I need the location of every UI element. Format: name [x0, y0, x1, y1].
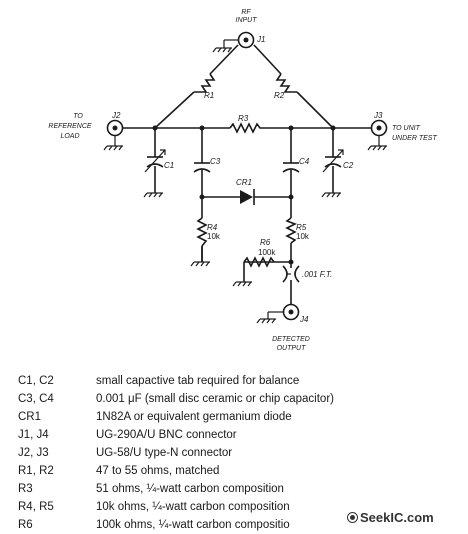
- part-ref: R1, R2: [18, 465, 54, 477]
- part-desc: 0.001 μF (small disc ceramic or chip cap…: [96, 393, 334, 405]
- c4-label: C4: [299, 157, 310, 166]
- output-label: OUTPUT: [277, 345, 307, 352]
- diode-cr1: [240, 189, 255, 205]
- input-label: INPUT: [236, 17, 258, 24]
- part-ref: R4, R5: [18, 501, 54, 513]
- part-ref: J1, J4: [18, 429, 49, 441]
- c2-label: C2: [343, 161, 354, 170]
- j1-label: J1: [256, 35, 265, 44]
- load-label: LOAD: [60, 133, 79, 140]
- connector-j4: [256, 303, 300, 324]
- resistor-r5: [285, 217, 297, 244]
- c1-label: C1: [164, 161, 174, 170]
- feedthrough-capacitor: [282, 264, 300, 284]
- part-ref: R6: [18, 519, 33, 531]
- j4-label: J4: [299, 315, 309, 324]
- parts-row: C3, C4 0.001 μF (small disc ceramic or c…: [18, 390, 458, 408]
- resistor-r6: [243, 256, 275, 268]
- part-desc: 1N82A or equivalent germanium diode: [96, 411, 292, 423]
- wires: [122, 44, 372, 305]
- part-desc: UG-290A/U BNC connector: [96, 429, 237, 441]
- parts-row: R3 51 ohms, ¼-watt carbon composition: [18, 480, 458, 498]
- part-desc: 51 ohms, ¼-watt carbon composition: [96, 483, 284, 495]
- part-ref: J2, J3: [18, 447, 49, 459]
- capacitor-c3: [193, 162, 211, 173]
- part-ref: C3, C4: [18, 393, 54, 405]
- parts-row: J2, J3 UG-58/U type-N connector: [18, 444, 458, 462]
- parts-row: R6 100k ohms, ¼-watt carbon compositio: [18, 516, 458, 534]
- r4-value: 10k: [207, 232, 221, 241]
- resistor-r3: [229, 122, 262, 134]
- ground-r4: [190, 261, 210, 267]
- r5-label: R5: [296, 223, 307, 232]
- connector-j2: [103, 119, 124, 151]
- part-ref: CR1: [18, 411, 42, 423]
- resistor-r2: [275, 73, 297, 93]
- parts-row: J1, J4 UG-290A/U BNC connector: [18, 426, 458, 444]
- part-desc: small capactive tab required for balance: [96, 375, 300, 387]
- watermark: SeekIC.com: [345, 510, 436, 525]
- under-test-label: UNDER TEST: [392, 135, 437, 142]
- part-desc: 47 to 55 ohms, matched: [96, 465, 220, 477]
- to-unit-label: TO UNIT: [392, 125, 421, 132]
- rf-label: RF: [241, 9, 251, 16]
- r2-label: R2: [274, 91, 285, 100]
- reference-label: REFERENCE: [48, 123, 92, 130]
- r6-value: 100k: [258, 248, 276, 257]
- part-desc: 100k ohms, ¼-watt carbon compositio: [96, 519, 290, 531]
- part-desc: 10k ohms, ¼-watt carbon composition: [96, 501, 290, 513]
- capacitor-c4: [282, 162, 300, 173]
- ground-c2: [321, 192, 341, 198]
- connector-j3: [367, 119, 388, 151]
- capacitor-c2: [322, 149, 344, 173]
- to-label: TO: [73, 113, 83, 120]
- part-desc: UG-58/U type-N connector: [96, 447, 233, 459]
- r6-label: R6: [260, 238, 271, 247]
- junction-dots: [152, 125, 336, 265]
- part-ref: C1, C2: [18, 375, 54, 387]
- feedthru-label: .001 F.T.: [302, 270, 332, 279]
- j3-label: J3: [373, 111, 383, 120]
- connector-j1: [212, 31, 255, 53]
- ground-c1: [143, 192, 163, 198]
- watermark-text: SeekIC.com: [360, 510, 434, 525]
- parts-row: R1, R2 47 to 55 ohms, matched: [18, 462, 458, 480]
- r3-label: R3: [238, 114, 249, 123]
- cr1-label: CR1: [236, 178, 252, 187]
- c3-label: C3: [210, 157, 221, 166]
- ground-r6: [232, 281, 252, 287]
- r4-label: R4: [207, 223, 218, 232]
- parts-row: C1, C2 small capactive tab required for …: [18, 372, 458, 390]
- capacitor-c1: [144, 149, 166, 173]
- resistor-r4: [196, 217, 208, 247]
- resistor-r1: [194, 73, 216, 93]
- r1-label: R1: [204, 91, 214, 100]
- parts-list: C1, C2 small capactive tab required for …: [18, 372, 458, 534]
- parts-row: R4, R5 10k ohms, ¼-watt carbon compositi…: [18, 498, 458, 516]
- detected-label: DETECTED: [272, 336, 310, 343]
- schematic-diagram: RF INPUT J1 J2 J3 J4 TO REFERENCE LOAD T…: [48, 9, 437, 352]
- seekic-logo-icon: [347, 512, 358, 523]
- r5-value: 10k: [296, 232, 310, 241]
- part-ref: R3: [18, 483, 33, 495]
- j2-label: J2: [111, 111, 121, 120]
- parts-row: CR1 1N82A or equivalent germanium diode: [18, 408, 458, 426]
